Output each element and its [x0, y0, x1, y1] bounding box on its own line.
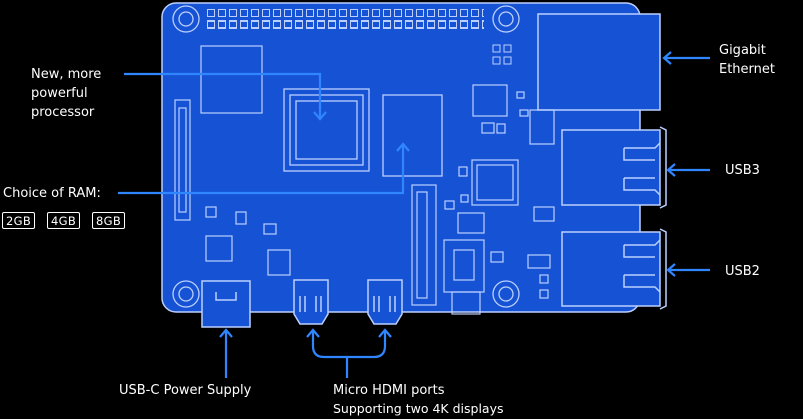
gpio-header [206, 8, 484, 30]
usb3-label: USB3 [725, 161, 760, 180]
processor-label-line-2: powerful [31, 84, 101, 103]
usb2-port [562, 229, 666, 309]
usb2-label: USB2 [725, 262, 760, 281]
usb-c-port [202, 281, 250, 327]
ethernet-label-line-1: Gigabit [719, 41, 775, 60]
ram-option-8gb: 8GB [92, 212, 125, 229]
hdmi-sublabel: Supporting two 4K displays [333, 399, 503, 418]
callout-hdmi [313, 330, 385, 378]
ethernet-port [538, 14, 660, 110]
hdmi-label: Micro HDMI ports [333, 381, 445, 400]
ethernet-label-line-2: Ethernet [719, 60, 775, 79]
power-label: USB-C Power Supply [119, 381, 251, 400]
processor-label: New, more powerful processor [31, 65, 101, 122]
processor-label-line-1: New, more [31, 65, 101, 84]
ram-option-2gb: 2GB [2, 212, 35, 229]
ethernet-label: Gigabit Ethernet [719, 41, 775, 79]
processor-label-line-3: processor [31, 103, 101, 122]
ram-heading: Choice of RAM: [3, 184, 101, 203]
ram-option-4gb: 4GB [47, 212, 80, 229]
usb3-port [562, 127, 666, 208]
